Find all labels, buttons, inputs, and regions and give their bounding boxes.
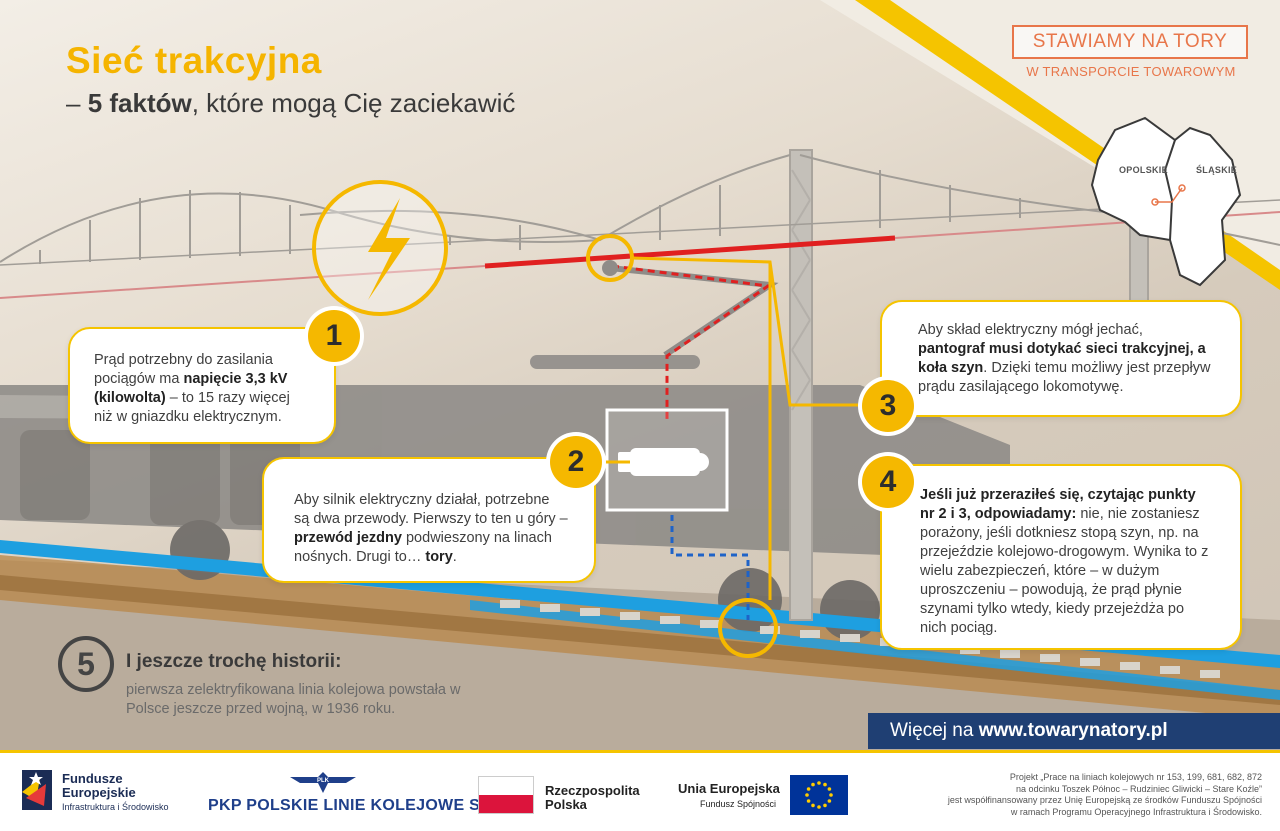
subtitle-emphasis: 5 faktów	[87, 88, 192, 118]
fact-4-emphasis: Jeśli już przeraziłeś się, czytając punk…	[920, 487, 1196, 522]
eu-logo-text: Unia Europejska	[678, 781, 780, 796]
fact-number-3: 3	[862, 380, 914, 432]
campaign-badge: STAWIAMY NA TORY	[1012, 25, 1248, 59]
fact-2-emphasis-2: tory	[425, 549, 453, 565]
region-map	[1090, 116, 1242, 287]
history-title: I jeszcze trochę historii:	[126, 651, 342, 672]
fact-number-2: 2	[550, 436, 602, 488]
history-number: 5	[58, 636, 114, 692]
campaign-badge-sub: W TRANSPORCIE TOWAROWYM	[1026, 64, 1236, 79]
pantograph-base	[530, 355, 700, 369]
fact-3-text: Aby skład elektryczny mógł jechać,	[918, 322, 1143, 338]
fact-card-1: Prąd potrzebny do zasilania pociągów ma …	[68, 327, 336, 444]
fe-logo-subtext: Infrastruktura i Środowisko	[62, 802, 169, 812]
history-text: pierwsza zelektryfikowana linia kolejowa…	[126, 682, 461, 717]
fact-card-2: Aby silnik elektryczny działał, potrzebn…	[262, 457, 596, 583]
fact-1-emphasis: napięcie 3,3 kV (kilowolta)	[94, 371, 288, 406]
lightning-badge	[312, 180, 448, 316]
project-note-line: na odcinku Toszek Północ – Rudziniec Gli…	[1016, 783, 1262, 794]
page-title: Sieć trakcyjna	[66, 40, 322, 81]
fact-2-text: Aby silnik elektryczny działał, potrzebn…	[294, 492, 568, 527]
train-window	[150, 430, 220, 525]
more-info-prefix: Więcej na	[890, 720, 979, 741]
motor-diagram	[605, 408, 778, 658]
polish-flag-icon	[478, 776, 534, 814]
fact-number-1: 1	[308, 310, 360, 362]
rail-blue-2	[470, 600, 1280, 700]
fact-1-text-end: – to 15 razy więcej niż w gniazdku elekt…	[94, 390, 290, 425]
fact-card-3: Aby skład elektryczny mógł jechać, panto…	[880, 300, 1242, 417]
eu-flag-icon	[790, 775, 848, 815]
fundusze-europejskie-logo-icon	[22, 770, 52, 810]
infographic-stage: Sieć trakcyjna – 5 faktów, które mogą Ci…	[0, 0, 1280, 750]
fe-line-1: Fundusze	[62, 771, 123, 786]
catenary-wires	[0, 154, 1280, 266]
fact-card-4: Jeśli już przeraziłeś się, czytając punk…	[880, 464, 1242, 650]
pkp-plk-emblem-icon: PLK	[290, 772, 356, 793]
project-note-line: Projekt „Prace na liniach kolejowych nr …	[1009, 772, 1262, 782]
page-subtitle: – 5 faktów, które mogą Cię zaciekawić	[66, 88, 515, 119]
fact-number-4: 4	[862, 456, 914, 508]
more-info-banner: Więcej na www.towarynatory.pl	[868, 713, 1280, 749]
ballast-shade	[0, 575, 1280, 705]
rp-line-2: Polska	[545, 797, 587, 812]
connectors	[600, 256, 860, 600]
contact-wire-faded	[0, 265, 486, 299]
fe-line-2: Europejskie	[62, 785, 136, 800]
pkp-emblem-text: PLK	[317, 778, 330, 784]
fact-3-emphasis: pantograf musi dotykać sieci trakcyjnej,…	[918, 341, 1206, 376]
pkp-logo-text: PKP POLSKIE LINIE KOLEJOWE S.A.	[208, 797, 502, 814]
website-link[interactable]: www.towarynatory.pl	[978, 720, 1168, 741]
project-note: Projekt „Prace na liniach kolejowych nr …	[880, 772, 1262, 818]
fact-2-text-mid: podwieszony na linach nośnych. Drugi to…	[294, 530, 552, 565]
map-label-slaskie: ŚLĄSKIE	[1196, 165, 1238, 175]
train-window	[20, 430, 90, 520]
fact-2-text-end: .	[452, 549, 457, 565]
fact-4-text: nie, nie zostaniesz porażony, jeśli dotk…	[920, 506, 1209, 636]
subtitle-rest: , które mogą Cię zaciekawić	[191, 88, 516, 118]
map-label-opolskie: OPOLSKIE	[1119, 165, 1168, 175]
fact-2-emphasis: przewód jezdny	[294, 530, 402, 546]
fact-1-text: Prąd potrzebny do zasilania pociągów ma	[94, 352, 273, 387]
subtitle-dash: –	[66, 88, 88, 118]
rp-line-1: Rzeczpospolita	[545, 783, 640, 798]
project-note-line: jest współfinansowany przez Unię Europej…	[947, 795, 1262, 805]
fact-3-text-end: . Dzięki temu możliwy jest przepływ prąd…	[918, 360, 1211, 395]
eu-logo-subtext: Fundusz Spójności	[700, 799, 777, 809]
project-note-line: w ramach Programu Operacyjnego Infrastru…	[1010, 806, 1262, 817]
contact-wire-red	[484, 235, 896, 269]
